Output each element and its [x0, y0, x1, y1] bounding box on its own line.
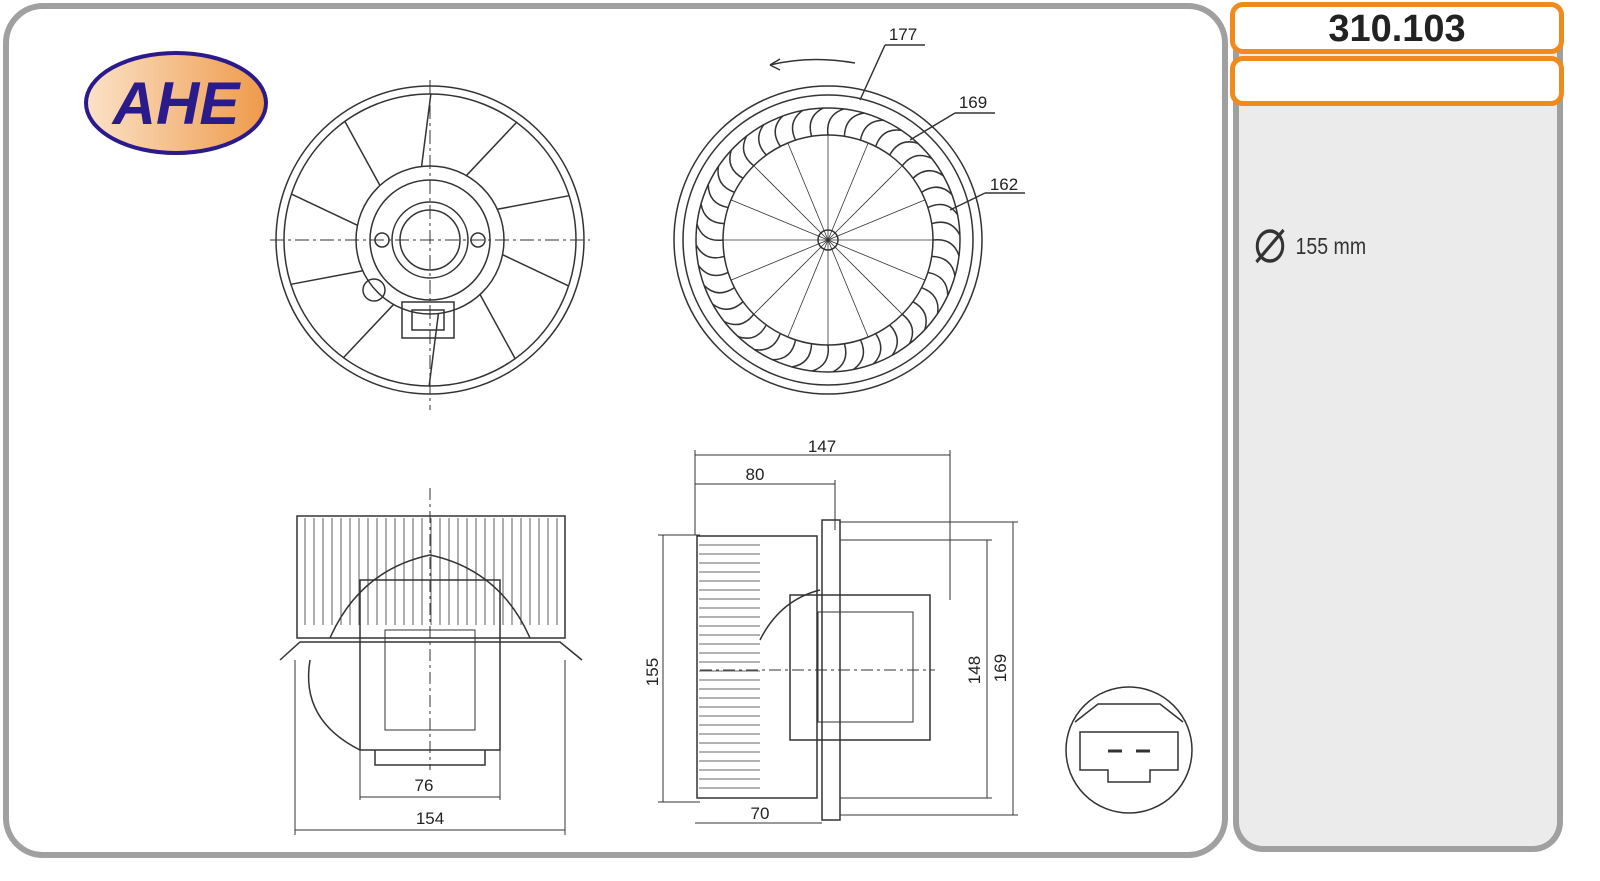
- spoke: [465, 121, 518, 177]
- rib: [827, 239, 903, 315]
- rear-view: [270, 80, 590, 410]
- front-view: [673, 44, 1025, 395]
- impeller-blade: [809, 107, 824, 137]
- impeller-blade: [889, 141, 919, 156]
- rib: [787, 142, 829, 241]
- impeller-blade: [707, 184, 729, 209]
- impeller-blade: [774, 115, 784, 147]
- impeller-blade: [826, 108, 845, 136]
- impeller-blade: [931, 221, 961, 236]
- spoke: [344, 121, 381, 186]
- impeller-blade: [921, 186, 953, 196]
- impeller-blade: [843, 112, 865, 137]
- impeller-blade: [927, 271, 949, 296]
- impeller-blade: [901, 154, 933, 167]
- secondary-box: [1230, 56, 1564, 106]
- part-number: 310.103: [1230, 2, 1564, 54]
- front-section: [279, 488, 583, 835]
- dim-162: 162: [990, 175, 1018, 194]
- impeller-blade: [697, 265, 729, 277]
- impeller-blade: [859, 119, 884, 141]
- dim-80: 80: [746, 465, 765, 484]
- impeller-blade: [723, 313, 755, 326]
- dim-177: 177: [889, 25, 917, 44]
- impeller-blade: [912, 170, 944, 179]
- spoke: [497, 194, 570, 211]
- side-section: [658, 450, 1018, 824]
- rib: [730, 239, 829, 281]
- impeller-blade: [832, 343, 847, 373]
- impeller-blade: [931, 255, 956, 277]
- impeller-blade: [811, 344, 830, 372]
- impeller-blade: [921, 286, 939, 314]
- impeller-blade: [853, 339, 865, 371]
- diameter-icon: [1255, 228, 1285, 264]
- rib: [827, 199, 926, 241]
- spoke: [342, 303, 395, 359]
- rib: [827, 165, 903, 241]
- impeller-blade: [729, 149, 744, 179]
- spoke: [420, 93, 432, 167]
- dim-148: 148: [965, 656, 984, 684]
- rib: [787, 239, 829, 338]
- diameter-spec: 155 mm: [1253, 226, 1366, 266]
- rib: [730, 199, 829, 241]
- impeller-blade: [742, 135, 755, 167]
- impeller-blade: [754, 333, 782, 351]
- impeller-blade: [712, 301, 744, 310]
- impeller-blade: [717, 166, 735, 194]
- svg-text:AHE: AHE: [111, 70, 242, 137]
- ahe-logo: AHE: [84, 51, 268, 155]
- impeller-blade: [700, 203, 725, 225]
- impeller-blade: [874, 129, 902, 147]
- dim-70: 70: [751, 804, 770, 823]
- spoke: [479, 294, 516, 359]
- dim-169-side: 169: [991, 654, 1010, 682]
- dim-155: 155: [643, 658, 662, 686]
- rib: [753, 165, 829, 241]
- connector-detail: [1065, 686, 1193, 814]
- spoke: [428, 313, 440, 387]
- impeller-blade: [758, 124, 767, 156]
- impeller-blade: [889, 324, 898, 356]
- spoke: [290, 269, 363, 286]
- spec-panel: [1233, 20, 1563, 852]
- dim-147: 147: [808, 437, 836, 456]
- impeller-blade: [696, 223, 724, 242]
- rib: [753, 239, 829, 315]
- spoke: [291, 193, 358, 226]
- diameter-value: 155 mm: [1295, 232, 1367, 259]
- impeller-blade: [932, 238, 960, 257]
- impeller-blade: [912, 301, 927, 331]
- impeller-blade: [791, 343, 813, 368]
- rib: [827, 239, 869, 338]
- impeller-blade: [737, 324, 767, 339]
- rib: [827, 239, 926, 281]
- impeller-blade: [872, 333, 882, 365]
- impeller-blade: [791, 109, 803, 141]
- rib: [827, 142, 869, 241]
- spoke: [502, 254, 569, 287]
- impeller-blade: [927, 203, 959, 215]
- dim-154: 154: [416, 809, 444, 828]
- impeller-blade: [901, 313, 914, 345]
- impeller-blade: [772, 339, 797, 361]
- impeller-blade: [695, 244, 725, 259]
- impeller-blade: [703, 284, 735, 294]
- dim-169: 169: [959, 93, 987, 112]
- dim-76: 76: [415, 776, 434, 795]
